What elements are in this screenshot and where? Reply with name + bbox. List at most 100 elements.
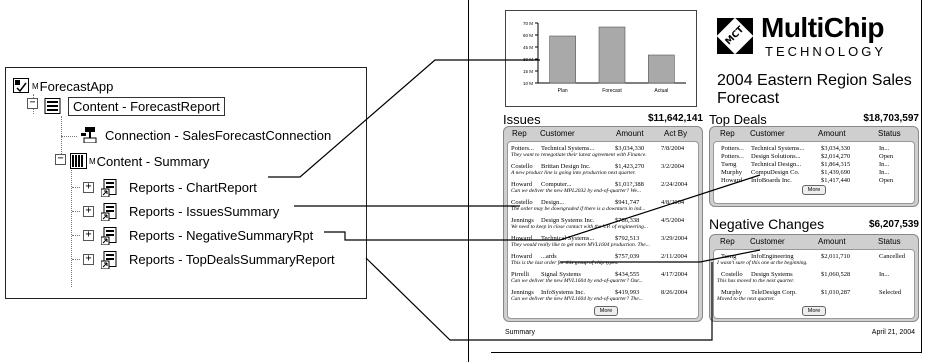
issue-note: The order may be downgraded if there is … — [511, 206, 646, 212]
y-tick-label: 10 M — [523, 81, 533, 86]
customer: Signal Systems — [541, 271, 581, 278]
issue-note: They would really like to get more MVL16… — [511, 242, 650, 248]
status: In... — [879, 271, 890, 278]
rep: Murphy — [721, 289, 742, 296]
expand-toggle[interactable]: + — [83, 182, 94, 193]
tree-node-chart-report[interactable]: Reports - ChartReport — [100, 177, 257, 198]
amount: $786,338 — [615, 217, 640, 224]
col-amount: Amount — [616, 129, 644, 138]
col-amount: Amount — [818, 129, 846, 138]
y-tick-label: 70 M — [523, 21, 533, 26]
y-tick-label: 45 M — [523, 45, 533, 50]
act-by: 2/11/2004 — [661, 253, 688, 260]
tree-guide — [61, 116, 62, 164]
column-headers: Rep Customer Amount Status — [710, 127, 918, 140]
col-rep: Rep — [720, 129, 735, 138]
tree-guide — [72, 187, 80, 188]
topdeals-panel: Rep Customer Amount Status Potters...Tec… — [709, 126, 919, 207]
customer: Brittan Design Inc. — [541, 163, 591, 170]
tree-guide — [71, 164, 72, 287]
summary-icon — [70, 153, 88, 169]
content-icon — [44, 98, 62, 114]
y-tick-label: 15 M — [523, 69, 533, 74]
section-total: $11,642,141 — [647, 113, 703, 124]
act-by: 8/26/2004 — [661, 289, 688, 296]
amount: $1,864,315 — [821, 161, 851, 168]
issues-list: Potters...Technical Systems...$3,034,330… — [507, 141, 699, 319]
rep: Howard — [721, 177, 742, 184]
customer: CompuDesign Co. — [751, 169, 800, 176]
collapse-toggle[interactable]: − — [27, 98, 38, 109]
rep: Potters... — [511, 145, 534, 152]
issue-note: Can we deliver the new MVL1604 by end-of… — [511, 296, 643, 302]
tree-node-root[interactable]: M ForecastApp — [13, 76, 113, 96]
customer: Technical Design... — [751, 161, 802, 168]
more-button[interactable]: More — [802, 306, 826, 316]
amount: $1,010,287 — [821, 289, 851, 296]
amount: $1,439,690 — [821, 169, 851, 176]
tree-panel: M ForecastApp − Content - ForecastReport… — [5, 67, 367, 299]
customer: Design Systems — [751, 271, 793, 278]
section-title: Issues — [503, 112, 541, 127]
tree-node-label: ForecastApp — [39, 78, 114, 94]
y-tick-label: 60 M — [523, 33, 533, 38]
act-by: 4/8/2004 — [661, 199, 685, 206]
report-icon — [100, 251, 119, 270]
col-amount: Amount — [818, 237, 846, 246]
tree-node-summary[interactable]: M Content - Summary — [70, 151, 209, 171]
section-header: Top Deals $18,703,597 — [709, 112, 919, 127]
issues-panel: Rep Customer Amount Act By Potters...Tec… — [503, 126, 703, 322]
section-title: Top Deals — [709, 112, 767, 127]
amount: $3,034,330 — [615, 145, 645, 152]
customer: InfoSystems Inc. — [541, 289, 586, 296]
customer: Technical Systems... — [751, 145, 805, 152]
report-icon — [100, 227, 119, 246]
issue-note: Can we deliver the new MPL2032 by end-of… — [511, 188, 642, 194]
expand-toggle[interactable]: + — [83, 254, 94, 265]
expand-toggle[interactable]: + — [83, 230, 94, 241]
topdeals-list: Potters...Technical Systems...$3,034,330… — [713, 141, 915, 204]
act-by: 3/29/2004 — [661, 235, 688, 242]
x-tick-label: Forecast — [602, 88, 622, 94]
rep: Costello — [511, 199, 533, 206]
negative-section: Negative Changes $6,207,539 Rep Customer… — [709, 216, 919, 322]
more-button[interactable]: More — [802, 185, 826, 195]
x-tick-label: Plan — [558, 88, 568, 94]
collapse-toggle[interactable]: − — [55, 154, 66, 165]
status: Open — [879, 153, 894, 160]
tree-node-negative-summary[interactable]: Reports - NegativeSummaryRpt — [100, 225, 313, 246]
rep: Costello — [721, 271, 743, 278]
negative-note: I wasn't sure of this one at the beginni… — [717, 260, 808, 266]
rep: Pirrelli — [511, 271, 530, 278]
col-customer: Customer — [750, 129, 785, 138]
report-title: 2004 Eastern Region Sales Forecast — [717, 72, 912, 107]
tree-node-issues-summary[interactable]: Reports - IssuesSummary — [100, 201, 279, 222]
amount: $419,993 — [615, 289, 640, 296]
rep: Jennings — [511, 217, 534, 224]
tree-node-connection[interactable]: Connection - SalesForecastConnection — [81, 125, 331, 145]
bar — [648, 54, 675, 84]
rep: Costello — [511, 163, 533, 170]
rep: Murphy — [721, 169, 742, 176]
tree-guide — [72, 235, 80, 236]
tree-node-topdeals-summary[interactable]: Reports - TopDealsSummaryReport — [100, 249, 335, 270]
expand-toggle[interactable]: + — [83, 206, 94, 217]
more-button[interactable]: More — [594, 306, 618, 316]
topdeals-section: Top Deals $18,703,597 Rep Customer Amoun… — [709, 112, 919, 207]
col-rep: Rep — [720, 237, 735, 246]
tree-node-label: Reports - TopDealsSummaryReport — [129, 251, 335, 267]
tree-node-forecast-report[interactable]: Content - ForecastReport — [44, 96, 225, 116]
